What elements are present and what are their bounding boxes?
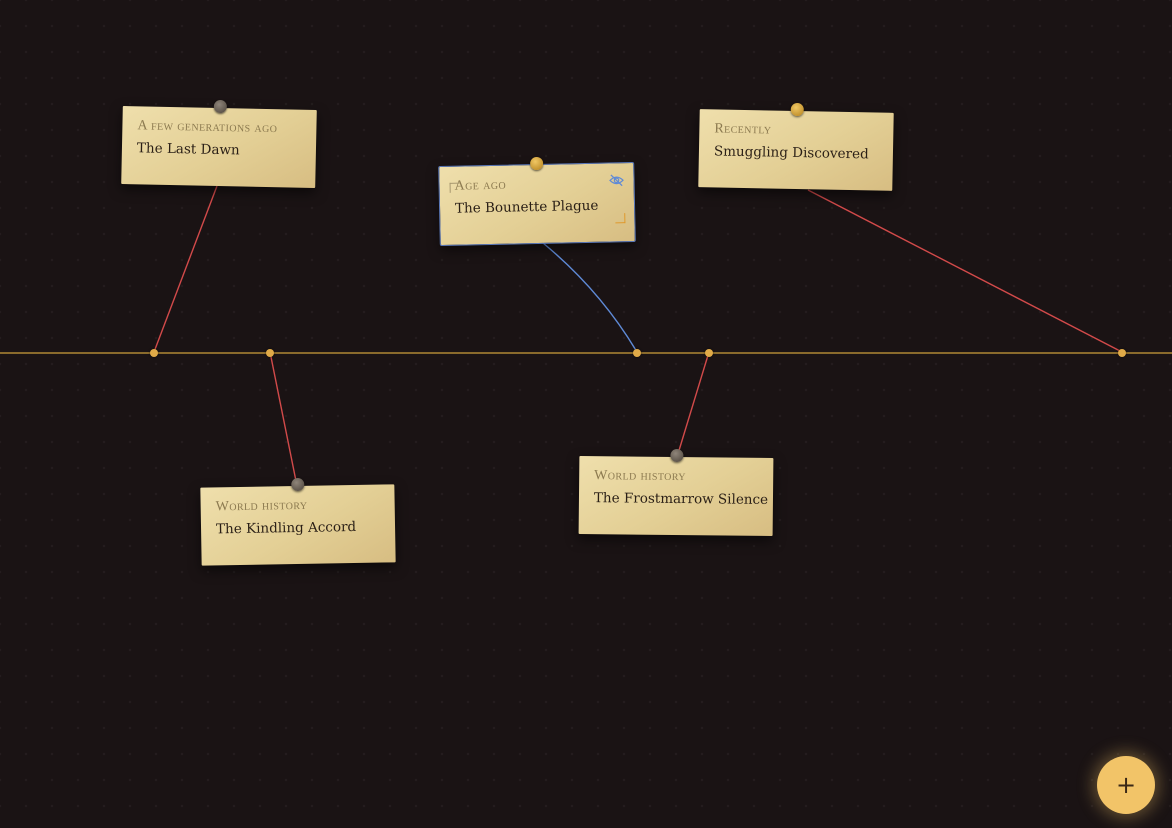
connector-smuggling-discovered xyxy=(807,189,1123,353)
timeline-anchor-last-dawn[interactable] xyxy=(150,349,158,357)
timeline-anchor-smuggling-discovered[interactable] xyxy=(1118,349,1126,357)
timeline-axis xyxy=(0,352,1172,354)
event-era: A few generations ago xyxy=(137,118,278,137)
event-card-kindling-accord[interactable]: World history The Kindling Accord xyxy=(200,477,396,566)
connector-bounette-plague xyxy=(542,242,638,353)
event-title: The Frostmarrow Silence xyxy=(593,490,769,508)
timeline-anchor-kindling-accord[interactable] xyxy=(266,349,274,357)
connector-frostmarrow-silence xyxy=(676,351,710,458)
connector-kindling-accord xyxy=(269,351,298,487)
pin-icon xyxy=(290,477,304,492)
pin-icon xyxy=(529,156,543,171)
event-title: The Bounette Plague xyxy=(454,197,599,217)
timeline-anchor-frostmarrow-silence[interactable] xyxy=(705,349,713,357)
event-title: Smuggling Discovered xyxy=(713,143,869,163)
resize-handle[interactable] xyxy=(615,213,626,224)
event-era: World history xyxy=(594,468,687,485)
connector-last-dawn xyxy=(153,185,218,353)
selection-corner-top-left xyxy=(449,182,460,193)
event-era: Recently xyxy=(714,121,772,138)
event-era: World history xyxy=(215,497,308,515)
plus-icon: + xyxy=(1115,771,1137,799)
event-card-bounette-plague[interactable]: Age ago The Bounette Plague xyxy=(438,156,636,247)
event-card-last-dawn[interactable]: A few generations ago The Last Dawn xyxy=(121,99,317,189)
eye-off-icon[interactable] xyxy=(608,172,624,188)
timeline-anchor-bounette-plague[interactable] xyxy=(633,349,641,357)
event-card-smuggling-discovered[interactable]: Recently Smuggling Discovered xyxy=(698,102,894,191)
event-title: The Last Dawn xyxy=(136,140,240,159)
event-era: Age ago xyxy=(454,177,507,194)
pin-icon xyxy=(790,102,804,117)
pin-icon xyxy=(213,99,227,114)
add-event-button[interactable]: + xyxy=(1097,756,1155,814)
event-card-frostmarrow-silence[interactable]: World history The Frostmarrow Silence xyxy=(578,448,774,537)
event-title: The Kindling Accord xyxy=(215,518,357,538)
pin-icon xyxy=(669,448,683,463)
